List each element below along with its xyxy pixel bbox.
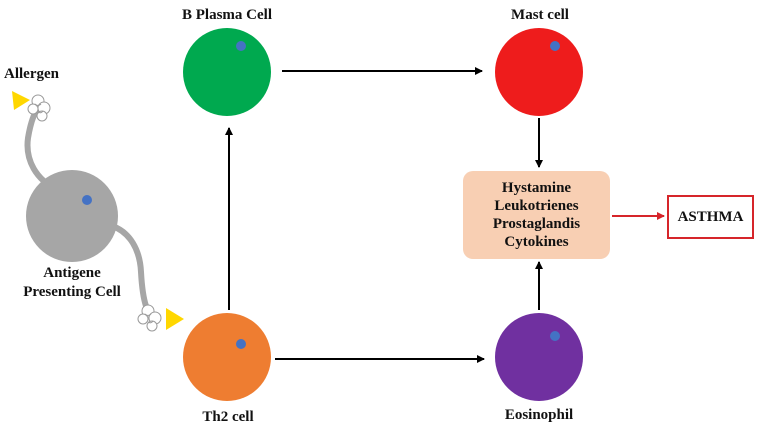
asthma-label: ASTHMA	[677, 208, 744, 225]
mast-cell-label: Mast cell	[511, 7, 569, 23]
allergen-particle-upper	[27, 94, 51, 122]
th2-cell-label: Th2 cell	[202, 409, 254, 425]
mediators-box: Hystamine Leukotrienes Prostaglandis Cyt…	[463, 171, 610, 259]
th2-cell	[183, 313, 271, 401]
apc-lower-arm	[109, 223, 149, 309]
mast-cell	[495, 28, 583, 116]
allergen-label: Allergen	[4, 66, 59, 82]
apc-label-line1: Antigene	[43, 265, 101, 281]
mast-nucleus	[550, 41, 560, 51]
apc-nucleus	[82, 195, 92, 205]
eosinophil-nucleus	[550, 331, 560, 341]
allergen-triangle-upper	[12, 91, 30, 110]
th2-nucleus	[236, 339, 246, 349]
mediator-prostaglandis: Prostaglandis	[492, 216, 581, 232]
mediator-leukotrienes: Leukotrienes	[494, 198, 579, 214]
allergen-particle-lower	[137, 304, 162, 332]
eosinophil-label: Eosinophil	[504, 407, 574, 423]
b-plasma-nucleus	[236, 41, 246, 51]
allergen-triangle-lower	[166, 308, 184, 330]
eosinophil-cell	[495, 313, 583, 401]
apc-cell	[26, 170, 118, 262]
mediator-cytokines: Cytokines	[504, 234, 569, 250]
b-plasma-cell	[183, 28, 271, 116]
asthma-box: ASTHMA	[667, 195, 754, 239]
apc-label-line2: Presenting Cell	[23, 284, 121, 300]
mediator-hystamine: Hystamine	[501, 180, 572, 196]
b-plasma-cell-label: B Plasma Cell	[182, 7, 272, 23]
